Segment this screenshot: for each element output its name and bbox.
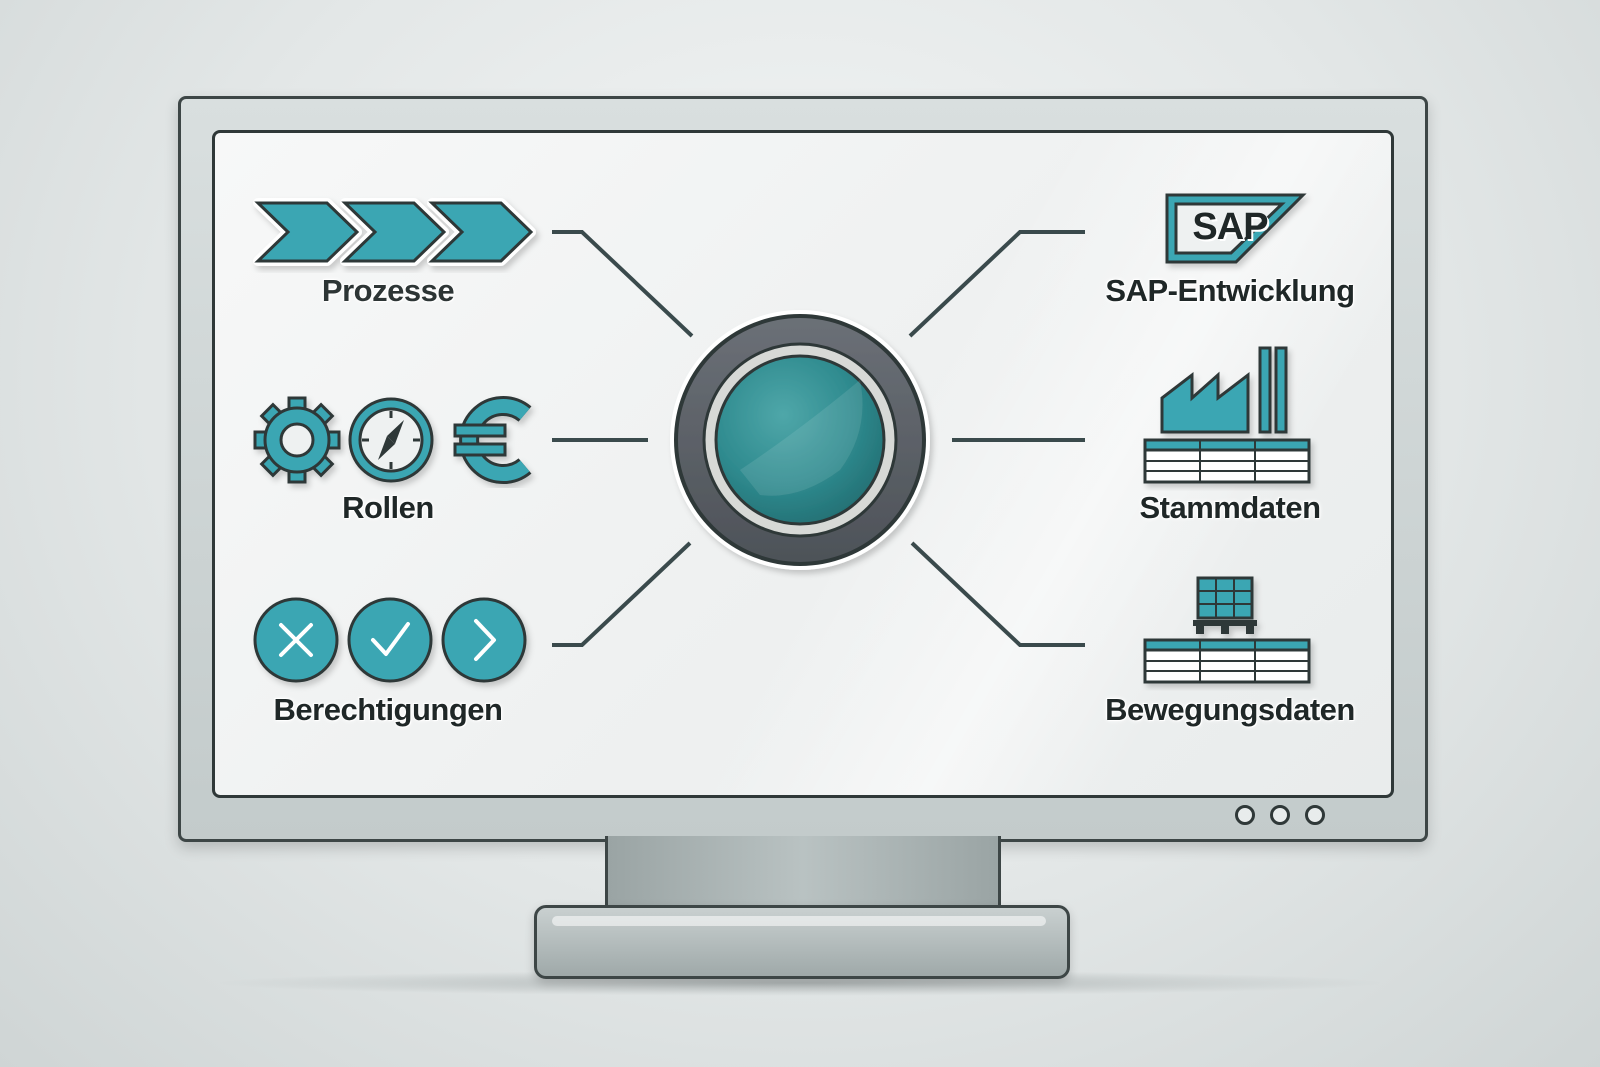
bewegungsdaten-table-icon (1143, 638, 1311, 684)
label-rollen: Rollen (342, 490, 434, 525)
label-stammdaten: Stammdaten (1139, 490, 1321, 525)
monitor-button-1[interactable] (1235, 805, 1255, 825)
label-sap-entwicklung: SAP-Entwicklung (1105, 273, 1355, 308)
x-button-icon (253, 597, 339, 683)
connector-bewegungsdaten (910, 541, 1085, 647)
monitor-button-2[interactable] (1270, 805, 1290, 825)
connector-berechtigungen (552, 541, 692, 647)
euro-icon (453, 396, 532, 484)
connector-lines (552, 230, 1085, 647)
monitor-button-3[interactable] (1305, 805, 1325, 825)
factory-icon (1160, 346, 1288, 434)
stand-base-highlight (552, 916, 1046, 926)
connector-prozesse (552, 230, 694, 338)
label-prozesse: Prozesse (321, 273, 455, 308)
next-button-icon (441, 597, 527, 683)
label-bewegungsdaten: Bewegungsdaten (1105, 692, 1355, 727)
stammdaten-table-icon (1143, 438, 1311, 484)
sap-logo-text: SAP (1192, 206, 1268, 248)
label-berechtigungen: Berechtigungen (273, 692, 503, 727)
central-hub-button-icon[interactable] (670, 310, 930, 570)
sap-logo-icon (1165, 193, 1307, 264)
chevron-arrows-icon (253, 198, 536, 266)
gear-icon (253, 396, 341, 484)
compass-icon (348, 397, 434, 483)
check-button-icon (347, 597, 433, 683)
pallet-icon (1193, 576, 1257, 634)
connector-sap (908, 230, 1085, 338)
